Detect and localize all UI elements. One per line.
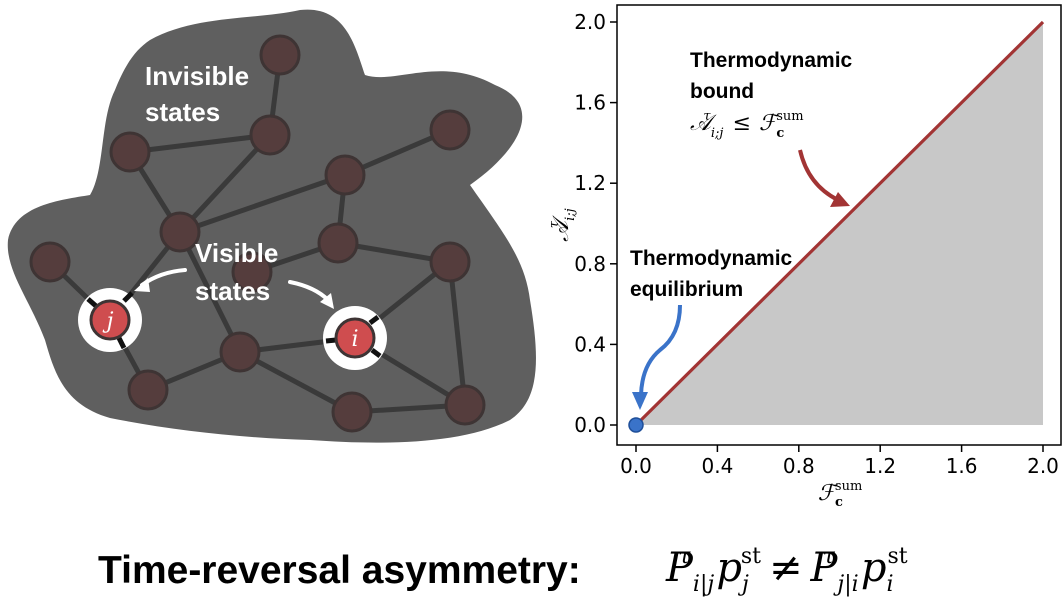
hidden-node — [444, 384, 486, 426]
visible-node — [89, 299, 131, 341]
formula-P2: P — [809, 545, 838, 591]
x-axis-label: ℱcsum — [818, 479, 863, 510]
visible-node — [334, 317, 376, 359]
formula-P2-sup: τ — [823, 544, 836, 569]
visible-states-label-line2: states — [195, 276, 270, 306]
x-tick-label: 0.4 — [701, 454, 733, 478]
bound-inequality-le: ≤ — [733, 111, 751, 136]
bound-line — [634, 20, 1045, 427]
equilibrium-annotation-line1: Thermodynamic — [630, 247, 793, 270]
bound-annotation-line1: Thermodynamic — [690, 49, 853, 72]
bound-inequality: 𝒜i;jτ≤ℱcsum — [690, 109, 804, 141]
visible-edge-stub — [116, 336, 127, 350]
y-tick-label: 0.8 — [574, 252, 606, 276]
y-tick-label: 2.0 — [574, 10, 606, 34]
arrow-to-j-head — [134, 278, 150, 292]
hidden-node — [231, 251, 273, 293]
y-tick-label: 0.4 — [574, 332, 606, 356]
visible-edge-stub — [86, 297, 98, 308]
x-tick-label: 1.2 — [864, 454, 896, 478]
formula-P1-sup: τ — [678, 544, 691, 569]
bound-inequality-Fsup: sum — [776, 109, 803, 124]
formula-p2-sub: i — [886, 572, 893, 597]
y-axis-label-text: 𝒜i;jτ — [547, 208, 578, 241]
x-tick-label: 1.6 — [946, 454, 978, 478]
hidden-node — [317, 222, 359, 264]
bound-arrow-head — [830, 192, 850, 207]
x-ticks: 0.0 0.4 0.8 1.2 1.6 2.0 — [620, 445, 1059, 478]
visible-edge-stub — [122, 291, 134, 303]
bound-inequality-F: ℱ — [759, 111, 780, 136]
visible-edge-stub — [368, 315, 380, 325]
y-axis-label-sub: i;j — [563, 208, 578, 221]
hidden-node — [219, 331, 261, 373]
y-tick-label: 1.2 — [574, 171, 606, 195]
equilibrium-annotation-line2: equilibrium — [630, 278, 743, 301]
bound-inequality-sup: τ — [703, 109, 711, 124]
y-ticks: 0.0 0.4 0.8 1.2 1.6 2.0 — [574, 10, 617, 437]
y-tick-label: 0.0 — [574, 413, 606, 437]
bound-chart: 0.0 0.4 0.8 1.2 1.6 2.0 0.0 0.4 0.8 1.2 1.6 2.0 ℱc… — [547, 4, 1062, 510]
visible-node-label: i — [351, 327, 358, 352]
visible-node-i: i — [323, 306, 387, 370]
hidden-node — [29, 241, 71, 283]
formula-P2-sub: j|i — [832, 572, 858, 597]
x-tick-label: 0.0 — [620, 454, 652, 478]
edge — [127, 132, 273, 155]
hidden-node — [324, 154, 366, 196]
equilibrium-arrow-head — [632, 392, 648, 410]
visible-edge-stub — [325, 337, 337, 344]
invisible-states-label-line1: Invisible — [145, 61, 249, 91]
visible-node-j: j — [78, 288, 142, 352]
arrow-to-i-head — [320, 293, 334, 309]
visible-states-label-line1: Visible — [195, 238, 278, 268]
footer-label: Time-reversal asymmetry: — [98, 549, 581, 592]
hidden-node — [249, 114, 291, 156]
hidden-region-blob — [7, 9, 536, 443]
hidden-node — [109, 131, 151, 173]
edge — [177, 132, 273, 235]
bound-inequality-Fsub: c — [776, 126, 784, 141]
x-axis-label-sub: c — [835, 495, 843, 510]
formula-neq: ≠ — [769, 545, 803, 591]
bound-annotation-line2: bound — [690, 80, 754, 103]
edge — [177, 172, 348, 235]
hidden-node — [429, 109, 471, 151]
formula-p2: p — [861, 545, 887, 591]
formula-P1-sub: i|j — [693, 572, 714, 597]
equilibrium-point — [628, 417, 644, 433]
x-axis-label-base: ℱ — [818, 481, 839, 506]
y-axis-label: 𝒜i;jτ — [547, 208, 578, 241]
hidden-node — [331, 391, 373, 433]
x-tick-label: 0.8 — [783, 454, 815, 478]
edge — [177, 229, 243, 355]
plot-frame — [616, 4, 1062, 446]
visible-edge-stub — [370, 348, 382, 358]
formula-p2-sup: st — [888, 544, 908, 569]
edge — [447, 259, 468, 408]
visible-arrows — [134, 268, 334, 309]
formula-p1: p — [716, 545, 742, 591]
hidden-node — [127, 369, 169, 411]
hidden-node — [259, 34, 301, 76]
x-axis-label-sup: sum — [835, 479, 862, 494]
y-axis-label-sup: τ — [547, 220, 562, 228]
formula-p1-sup: st — [741, 544, 761, 569]
invisible-states-label-line2: states — [145, 97, 220, 127]
y-tick-label: 1.6 — [574, 91, 606, 115]
hidden-nodes — [29, 34, 486, 433]
hidden-node — [429, 241, 471, 283]
formula-P1: P — [665, 545, 694, 591]
network-diagram: j i Invisible states Visible states — [7, 9, 536, 443]
hidden-node — [159, 211, 201, 253]
x-tick-label: 2.0 — [1027, 454, 1059, 478]
equilibrium-arrow — [639, 304, 682, 396]
bound-inequality-sub: i;j — [711, 126, 724, 141]
bound-arrow — [798, 149, 839, 202]
edge — [237, 349, 355, 415]
